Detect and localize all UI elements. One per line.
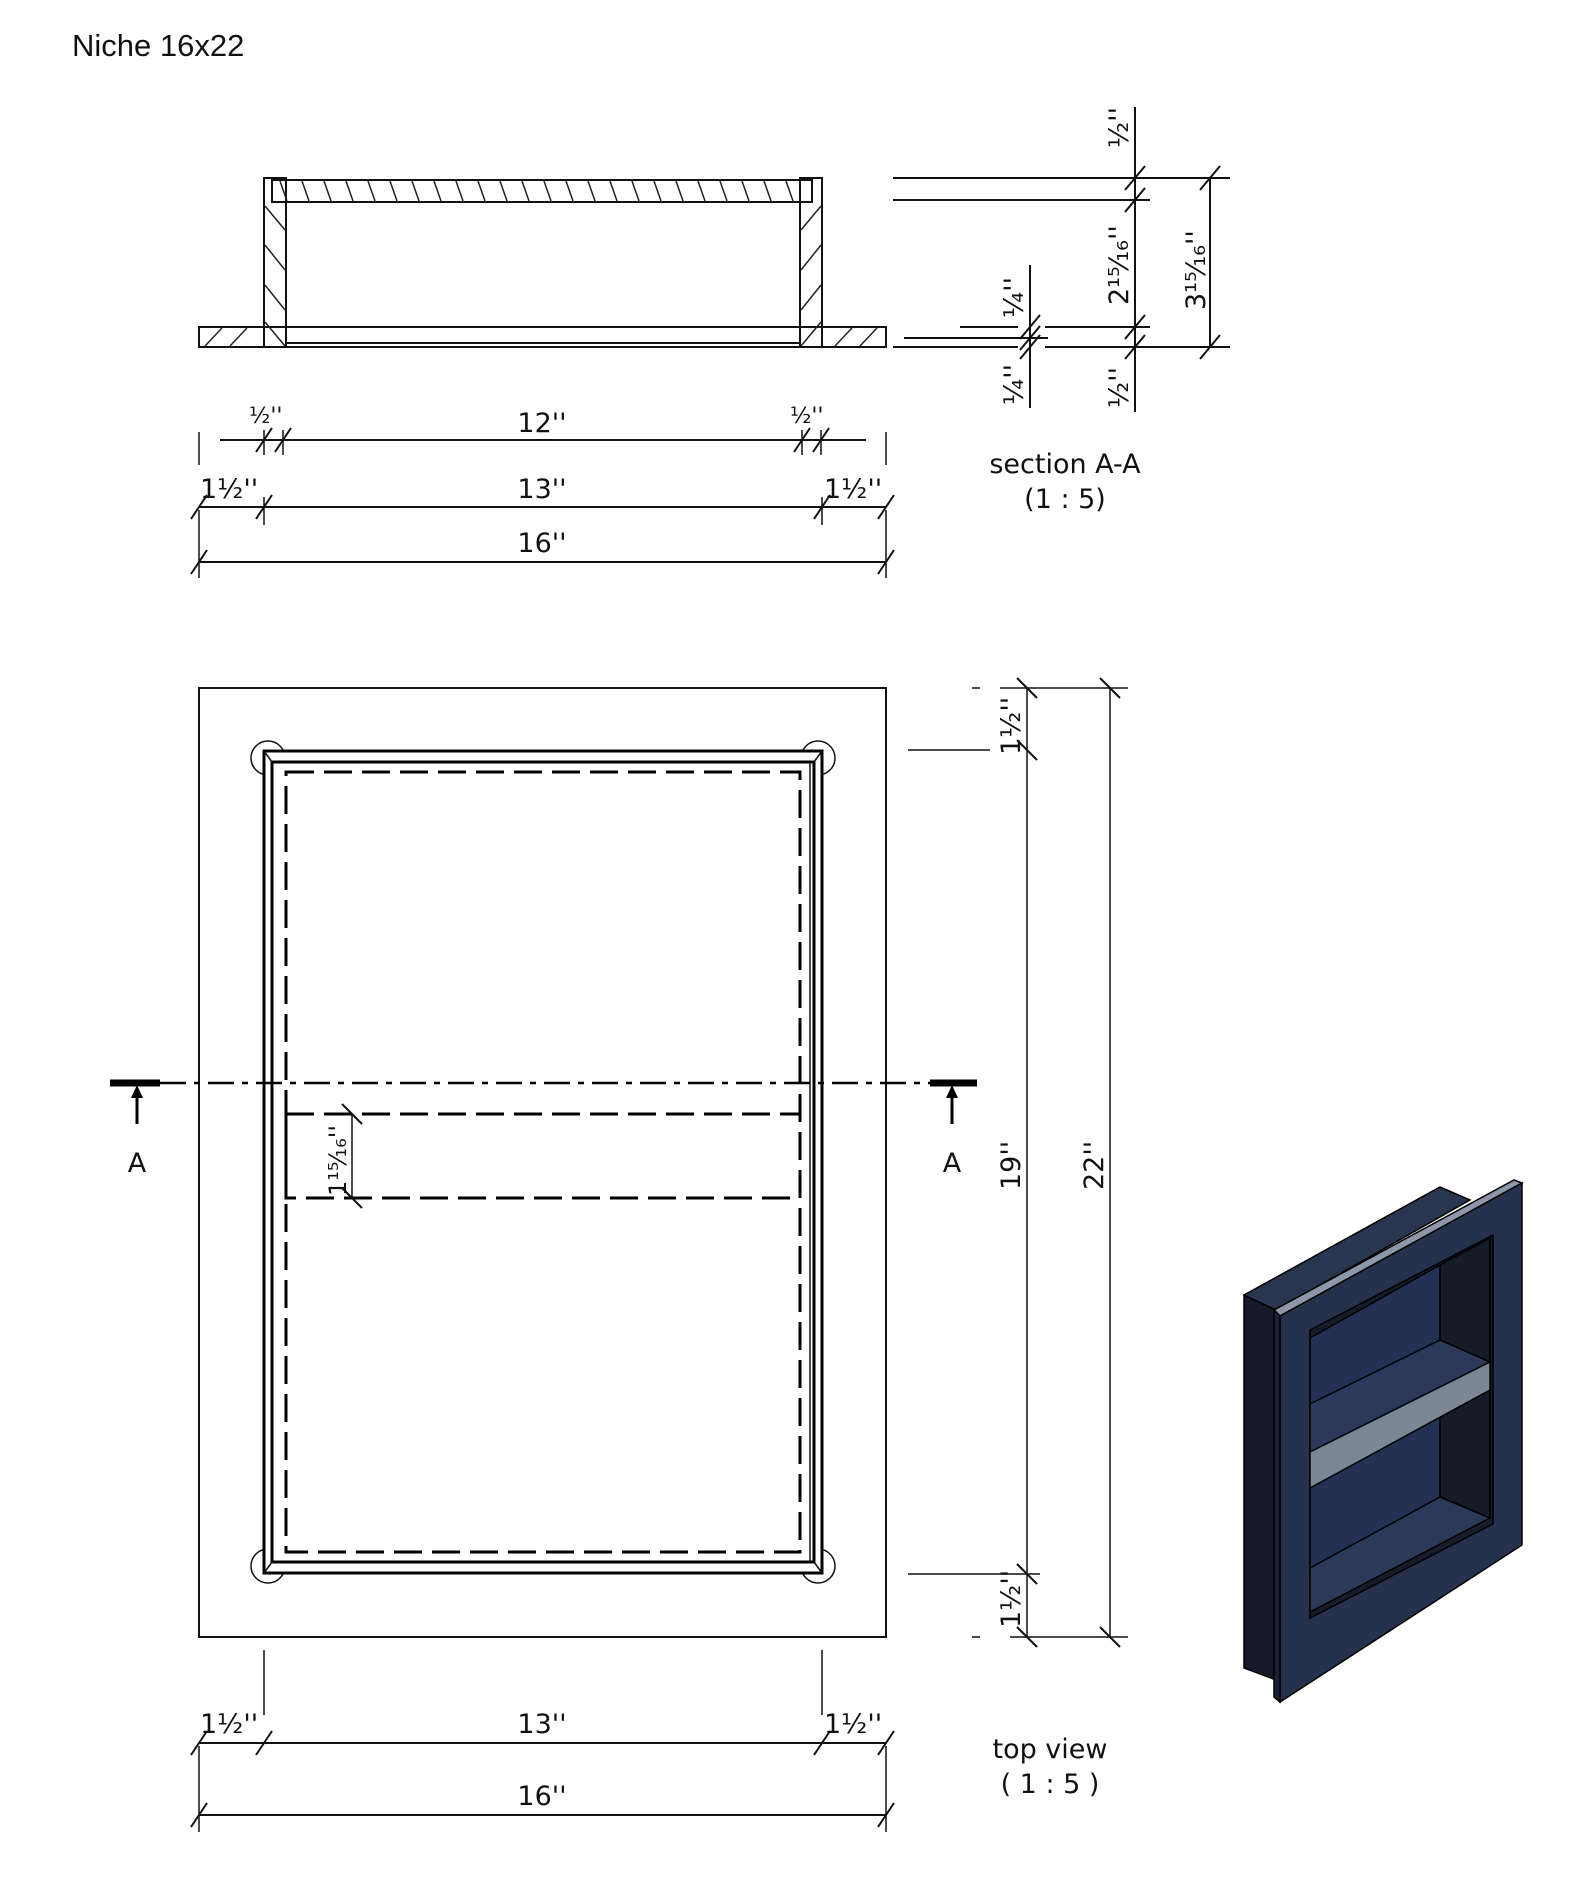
dim-bottom-border: 1½''	[996, 1570, 1027, 1628]
section-marker-left: A	[128, 1148, 147, 1179]
dim-inner-width: 12''	[517, 408, 566, 439]
dim-right-flange: 1½''	[824, 474, 882, 505]
dim-total-height: 22''	[1079, 1141, 1110, 1190]
dim-top-lip: ½''	[1104, 107, 1135, 148]
top-view-caption: top view	[992, 1734, 1107, 1765]
page-title: Niche 16x22	[72, 28, 245, 63]
dim-opening-width: 13''	[517, 1709, 566, 1740]
dim-depth: 2¹⁵⁄₁₆''	[1104, 225, 1135, 305]
dim-left-wall: ½''	[249, 404, 282, 429]
top-view-scale: ( 1 : 5 )	[1001, 1769, 1100, 1800]
dim-top-border: 1½''	[996, 697, 1027, 755]
dim-inner-height: 19''	[996, 1141, 1027, 1190]
dim-total-width: 16''	[517, 528, 566, 559]
dim-total-width: 16''	[517, 1781, 566, 1812]
section-caption: section A-A	[989, 449, 1141, 480]
dim-right-border: 1½''	[824, 1709, 882, 1740]
dim-total-depth: 3¹⁵⁄₁₆''	[1181, 230, 1212, 310]
section-a-a-drawing: ½'' 12'' ½'' 1½'' 13'' 1½'' 16''	[190, 107, 1230, 578]
dim-right-wall: ½''	[790, 404, 823, 429]
section-scale: (1 : 5)	[1024, 484, 1106, 515]
dim-left-border: 1½''	[200, 1709, 258, 1740]
niche-3d-render	[1242, 1179, 1524, 1704]
dim-left-flange: 1½''	[200, 474, 258, 505]
dim-shelf: 1¹⁵⁄₁₆''	[324, 1125, 352, 1196]
top-view-drawing: A A 1¹⁵⁄₁₆'' 1½'' 19'' 22'' 1½'' 1½	[110, 677, 1128, 1832]
section-marker-right: A	[943, 1148, 962, 1179]
dim-opening-width: 13''	[517, 474, 566, 505]
dim-bottom: ½''	[1104, 367, 1135, 408]
dim-flange-upper: ¼''	[999, 277, 1030, 318]
dim-flange-lower: ¼''	[999, 364, 1030, 405]
